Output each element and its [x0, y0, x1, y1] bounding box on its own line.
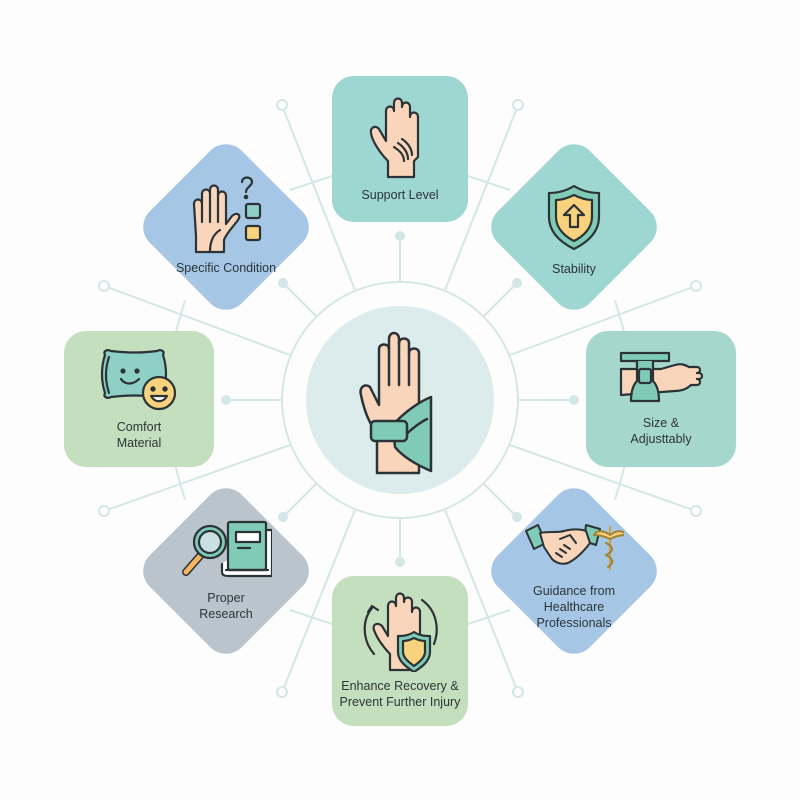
- node-label: Support Level: [361, 188, 439, 202]
- node-label: Stability: [552, 262, 596, 276]
- node-label: Comfort Material: [116, 420, 162, 450]
- open-palm-icon: [368, 95, 432, 179]
- wrist-brace-icon: [355, 325, 445, 475]
- pillow-smiley-icon: [99, 347, 179, 411]
- node-label: Proper Research: [199, 591, 253, 621]
- node-label: Specific Condition: [175, 261, 277, 275]
- node-label: Guidance from Healthcare Professionals: [533, 584, 615, 630]
- center-hub: [306, 306, 494, 494]
- hand-shield-cycle-icon: [358, 592, 442, 672]
- node-support-level[interactable]: Support Level: [332, 76, 468, 222]
- node-proper-research[interactable]: Proper Research: [166, 510, 286, 630]
- node-stability[interactable]: Stability: [514, 170, 634, 290]
- hand-question-icon: [186, 174, 266, 254]
- node-comfort-material[interactable]: Comfort Material: [64, 331, 214, 467]
- shield-arrow-icon: [546, 183, 602, 251]
- node-label: Enhance Recovery & Prevent Further Injur…: [339, 679, 461, 709]
- node-specific-condition[interactable]: Specific Condition: [156, 160, 296, 290]
- handshake-caduceus-icon: [524, 521, 624, 571]
- magnifier-book-icon: [180, 518, 272, 578]
- node-enhance-recovery[interactable]: Enhance Recovery & Prevent Further Injur…: [332, 576, 468, 726]
- node-guidance[interactable]: Guidance from Healthcare Professionals: [504, 516, 644, 636]
- node-label: Size & Adjusttably: [630, 416, 692, 446]
- wrist-strap-icon: [619, 351, 703, 405]
- node-size-adjustability[interactable]: Size & Adjusttably: [586, 331, 736, 467]
